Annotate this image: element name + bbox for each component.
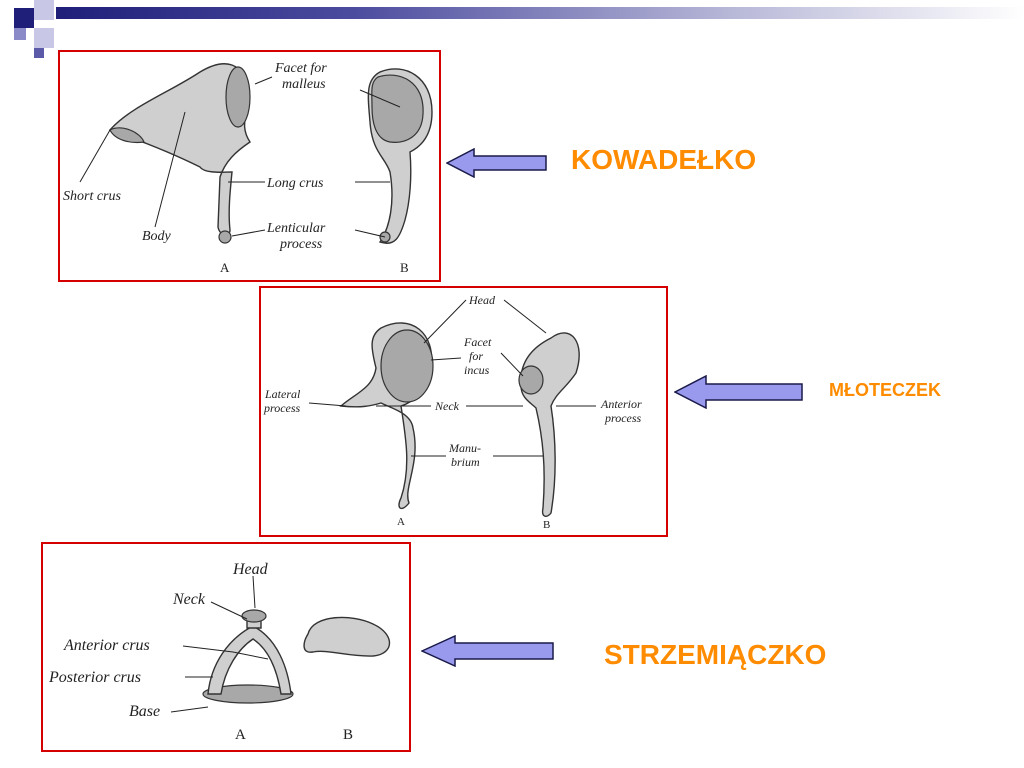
malleus-view-a-caption: A	[397, 516, 405, 528]
leader-head	[423, 299, 547, 344]
leader-anterior-crus	[182, 645, 269, 660]
leader-facet-malleus	[254, 76, 401, 108]
incus-illustration: Facet for malleus Short crus Long crus B…	[63, 61, 433, 275]
incus-name-label: KOWADEŁKO	[571, 144, 757, 175]
leader-lateral	[308, 402, 347, 407]
stapes-head-shape	[241, 609, 267, 623]
malleus-label-facet-line2: for	[469, 349, 483, 363]
malleus-view-b-caption: B	[543, 519, 550, 531]
incus-lenticular-shape	[218, 230, 232, 244]
stapes-view-a-caption: A	[235, 727, 246, 743]
incus-label-facet-line2: malleus	[282, 77, 326, 92]
deco-square-dark	[14, 8, 34, 28]
stapes-view-b-caption: B	[343, 727, 353, 743]
stapes-label-neck: Neck	[172, 591, 206, 608]
deco-square-light	[34, 28, 54, 48]
malleus-arrow-icon	[674, 375, 803, 409]
stapes-name-label: STRZEMIĄCZKO	[604, 639, 827, 670]
malleus-view-a-facet	[380, 329, 434, 403]
incus-label-body: Body	[142, 229, 172, 244]
stapes-arrow-icon	[421, 635, 554, 667]
incus-short-crus-shape	[109, 127, 145, 144]
incus-label-lenticular-line1: Lenticular	[266, 221, 326, 236]
malleus-label-facet-line3: incus	[464, 363, 490, 377]
leader-facet-incus	[430, 352, 524, 377]
malleus-label-facet-line1: Facet	[463, 335, 492, 349]
malleus-label-lateral-line2: process	[263, 401, 301, 415]
stapes-label-head: Head	[232, 561, 269, 578]
incus-label-lenticular-line2: process	[279, 237, 323, 252]
incus-label-short-crus: Short crus	[63, 189, 122, 204]
malleus-label-neck: Neck	[434, 399, 460, 413]
stapes-base-shape	[202, 684, 294, 704]
stapes-arch-shape	[207, 625, 292, 695]
incus-label-long-crus: Long crus	[266, 176, 324, 191]
incus-view-b-caption: B	[400, 260, 409, 275]
malleus-diagram-panel: Head Facet for incus Lateral process Nec…	[259, 286, 668, 537]
malleus-label-anterior-line2: process	[604, 411, 642, 425]
stapes-diagram-panel: Head Neck Anterior crus Posterior crus B…	[41, 542, 411, 752]
incus-arrow-icon	[446, 148, 547, 178]
slide-header-decoration	[0, 0, 1024, 60]
leader-stapes-base	[170, 706, 209, 713]
malleus-label-manubrium-line2: brium	[451, 455, 480, 469]
incus-view-a-caption: A	[220, 260, 230, 275]
malleus-view-b-shape	[520, 332, 580, 517]
leader-stapes-neck	[210, 601, 248, 620]
stapes-label-base: Base	[129, 703, 160, 720]
stapes-label-posterior-crus: Posterior crus	[48, 669, 141, 686]
incus-facet-shape	[225, 66, 251, 128]
leader-body	[154, 111, 186, 228]
incus-label-facet-line1: Facet for	[274, 61, 327, 76]
leader-short-crus	[79, 129, 111, 183]
deco-square-mid	[14, 28, 26, 40]
leader-stapes-head	[252, 575, 256, 609]
deco-square-small	[34, 48, 44, 58]
stapes-illustration: Head Neck Anterior crus Posterior crus B…	[48, 561, 390, 743]
malleus-illustration: Head Facet for incus Lateral process Nec…	[263, 293, 642, 531]
stapes-label-anterior-crus: Anterior crus	[63, 637, 150, 654]
incus-view-b-facet	[371, 74, 424, 143]
malleus-view-b-facet	[518, 365, 544, 395]
deco-square-light	[34, 0, 54, 20]
malleus-label-manubrium-line1: Manu-	[448, 441, 481, 455]
malleus-label-lateral-line1: Lateral	[264, 387, 301, 401]
malleus-label-anterior-line1: Anterior	[600, 397, 642, 411]
incus-body-shape	[108, 63, 251, 236]
stapes-view-b-shape	[303, 616, 390, 657]
malleus-name-label: MŁOTECZEK	[829, 380, 941, 400]
title-gradient-bar	[56, 7, 1024, 19]
incus-diagram-panel: Facet for malleus Short crus Long crus B…	[58, 50, 441, 282]
leader-lenticular	[231, 229, 386, 238]
malleus-label-head: Head	[468, 293, 496, 307]
